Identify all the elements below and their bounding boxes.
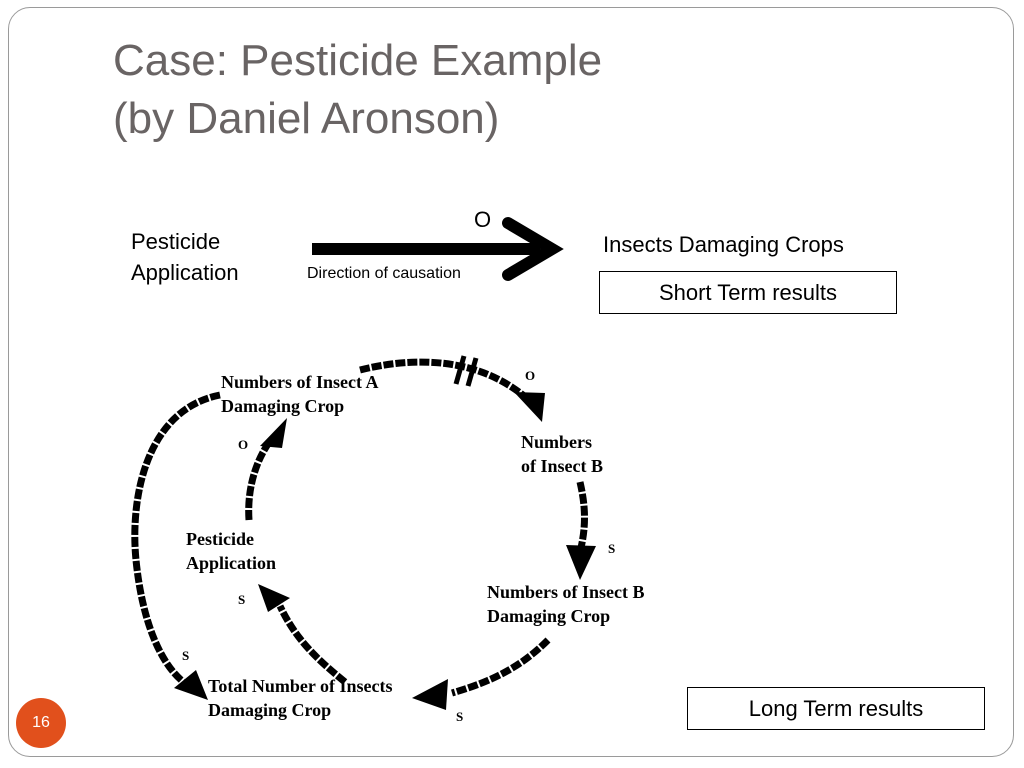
arrowhead-total-left <box>174 670 208 700</box>
arrowhead-pesticide <box>258 584 290 612</box>
link-a-to-b <box>359 358 527 399</box>
node-total-insects: Total Number of Insects Damaging Crop <box>208 676 393 720</box>
insects-damaging-crops-label: Insects Damaging Crops <box>603 232 844 257</box>
arrowhead-b-damage <box>566 545 596 580</box>
node-insect-b-damaging: Numbers of Insect B Damaging Crop <box>487 582 645 626</box>
polarity-a-to-total: S <box>182 648 190 663</box>
polarity-o-label: O <box>474 207 492 232</box>
link-pesticide-to-a <box>245 438 273 521</box>
link-b-damage-to-total <box>451 637 551 697</box>
node-pesticide-application: Pesticide Application <box>186 529 277 573</box>
node-insect-b: Numbers of Insect B <box>521 432 603 476</box>
polarity-b-damage-to-total: S <box>456 709 464 724</box>
arrowhead-b <box>514 392 545 422</box>
long-term-results-box: Long Term results <box>687 687 985 730</box>
arrowhead-total-right <box>412 679 448 710</box>
causation-arrow <box>312 217 564 281</box>
slide-frame <box>8 7 1014 757</box>
link-a-to-total <box>131 391 221 687</box>
arrowhead-a <box>260 418 287 448</box>
short-term-results-box: Short Term results <box>599 271 897 314</box>
direction-of-causation-label: Direction of causation <box>307 265 461 282</box>
node-insect-a: Numbers of Insect A Damaging Crop <box>221 372 379 416</box>
polarity-a-to-b: O <box>525 368 536 383</box>
delay-mark <box>453 355 479 387</box>
pesticide-application-label: Pesticide Application <box>131 229 239 285</box>
polarity-b-to-b-damage: S <box>608 541 616 556</box>
slide-title: Case: Pesticide Example (by Daniel Arons… <box>113 32 873 148</box>
link-b-to-b-damage <box>576 481 588 553</box>
link-total-to-pesticide <box>276 604 348 685</box>
title-line-1: Case: Pesticide Example <box>113 36 603 85</box>
polarity-pesticide-to-a: O <box>238 437 249 452</box>
page-number-badge: 16 <box>16 698 66 748</box>
title-line-2: (by Daniel Aronson) <box>113 94 500 143</box>
polarity-total-to-pesticide: S <box>238 592 246 607</box>
